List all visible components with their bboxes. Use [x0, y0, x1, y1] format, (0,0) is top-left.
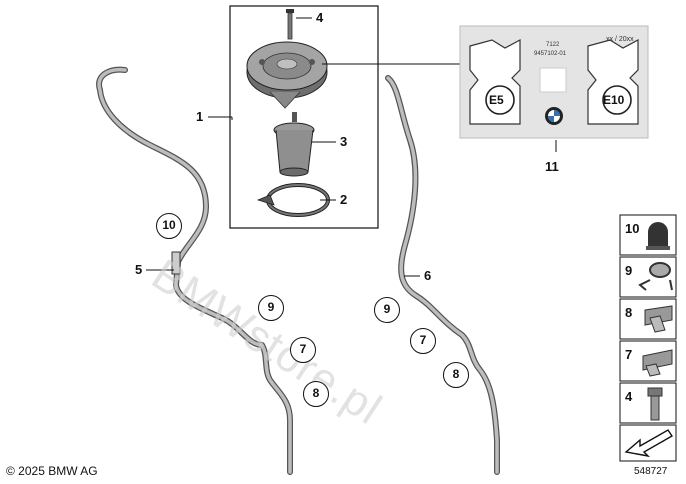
callout-1: 1: [196, 109, 204, 124]
label-code: 7122: [546, 42, 560, 48]
circled-callout-10: 10: [156, 213, 182, 239]
circled-callout-8-right: 8: [443, 362, 469, 388]
callout-2: 2: [340, 192, 348, 207]
callout-11: 11: [545, 159, 559, 174]
callout-5: 5: [135, 262, 143, 277]
leader-lines: [146, 17, 557, 277]
badge-e10: E10: [603, 93, 625, 107]
bmw-logo-icon: [545, 107, 563, 125]
legend-panel: [619, 214, 677, 462]
bolt-icon: [647, 387, 663, 421]
copyright-text: © 2025 BMW AG: [6, 464, 98, 478]
legend-label-4: 4: [625, 389, 633, 404]
right-vent-hose: [385, 75, 500, 475]
legend-label-8: 8: [625, 305, 633, 320]
seal-ring-part: [256, 183, 330, 217]
left-vent-hose: [96, 66, 293, 475]
circled-callout-7-left: 7: [290, 337, 316, 363]
label-date: xx / 20xx: [606, 36, 634, 43]
badge-e5: E5: [489, 93, 504, 107]
diagram-number: 548727: [634, 466, 668, 477]
double-clip-icon: [642, 349, 673, 377]
fuel-cap-part: [246, 41, 328, 109]
circled-callout-7-right: 7: [410, 328, 436, 354]
direction-arrow-icon: [624, 429, 673, 458]
circled-callout-9-right: 9: [374, 297, 400, 323]
hose-clamp-icon: [638, 262, 673, 291]
callout-3: 3: [340, 134, 348, 149]
legend-label-7: 7: [625, 347, 633, 362]
grommet-icon: [646, 222, 670, 250]
circled-callout-9-left: 9: [258, 295, 284, 321]
label-part-number: 9457102-01: [534, 51, 567, 57]
legend-label-9: 9: [625, 263, 633, 278]
callout-4: 4: [316, 10, 324, 25]
circled-callout-8-left: 8: [303, 381, 329, 407]
callout-6: 6: [424, 268, 432, 283]
legend-label-10: 10: [625, 221, 640, 236]
assembly-frame: [229, 5, 379, 229]
screw-part: [286, 9, 294, 40]
hose-clip-icon: [644, 305, 673, 333]
filler-neck-part: [273, 112, 315, 177]
fuel-type-label: [459, 25, 649, 139]
